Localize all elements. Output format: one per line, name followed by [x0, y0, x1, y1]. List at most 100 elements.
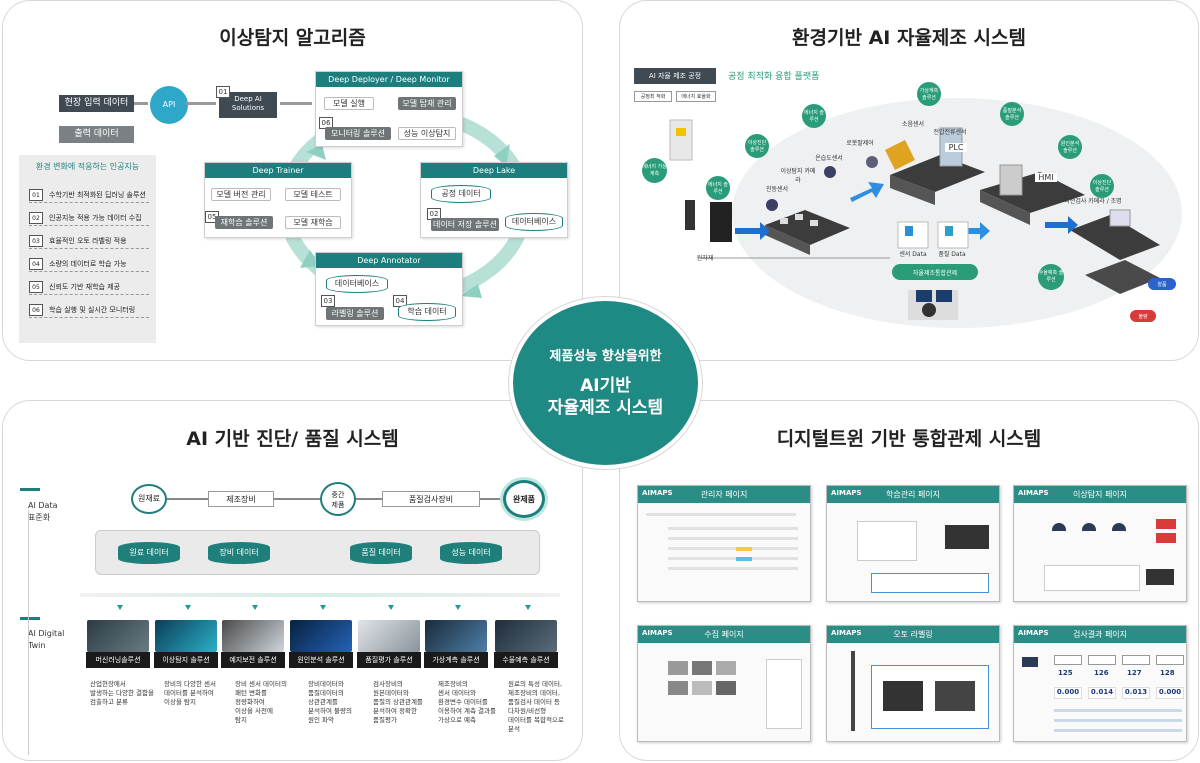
arrow	[186, 102, 216, 105]
plc-label: PLC	[945, 143, 967, 152]
solution-label: 품질평가 솔루션	[357, 652, 421, 668]
solution-bubble: 이상진단 솔루션	[745, 134, 769, 158]
hmi-label: HMI	[1035, 173, 1057, 182]
deep-annotator-title: Deep Annotator	[316, 253, 462, 268]
optimize-button[interactable]: 공정최 적화	[634, 91, 672, 102]
accent-bar	[20, 488, 40, 491]
deep-trainer-title: Deep Trainer	[205, 163, 351, 178]
equipment-node: 제조장비	[208, 491, 274, 507]
output-box: 출력 데이터	[59, 126, 134, 143]
noise-sensor-label: 소음센서	[901, 121, 925, 128]
monitoring-box: 모니터링 솔루션	[325, 127, 391, 140]
step-number: 01	[216, 86, 230, 98]
aimaps-logo: AIMAPS	[1018, 629, 1049, 637]
solution-image	[425, 620, 487, 652]
test-box: 모델 테스트	[285, 188, 341, 201]
down-arrow-icon	[185, 605, 191, 610]
solution-bubble: 수율예측 솔루션	[1038, 264, 1064, 290]
screen-title: 수집 페이지	[704, 630, 744, 639]
camera-label: 이상탐지 카메라	[780, 168, 816, 184]
solution-bubble: 에너지 솔루션	[706, 176, 730, 200]
solution-bubble: 이상진단 솔루션	[1090, 174, 1114, 198]
solution-bubble: 원인분석 솔루션	[1058, 135, 1082, 159]
solution-desc: 제조장비의 센서 데이터와 환경변수 데이터를 이용하여 계측 결과를 가상으로…	[438, 680, 496, 724]
kpi-value: 127	[1127, 669, 1142, 677]
deep-deployer-title: Deep Deployer / Deep Monitor	[316, 72, 462, 87]
metric-value: 0.013	[1122, 687, 1150, 699]
train-data-cylinder: 학습 데이터	[398, 303, 456, 321]
retrain-sol-box: 재학습 솔루션	[215, 216, 273, 229]
ai-data-label: AI Data 표준화	[28, 501, 58, 522]
power-sensor-label: 전압전류센서	[933, 129, 967, 136]
factory-illustration	[669, 119, 1176, 322]
deep-lake-title: Deep Lake	[421, 163, 567, 178]
raw-material-node: 원재료	[131, 484, 167, 514]
sensor-data-label: 센서 Data	[899, 251, 927, 258]
panel-title: 환경기반 AI 자율제조 시스템	[792, 27, 1026, 49]
vision-label: 비전검사 카메라 / 조명	[1064, 198, 1122, 205]
model-run-box: 모델 실행	[324, 97, 374, 110]
down-arrow-icon	[455, 605, 461, 610]
energy-button[interactable]: 에너지 효율화	[676, 91, 716, 102]
panel-title: 이상탐지 알고리즘	[219, 27, 366, 49]
center-subtitle: 제품성능 향상을위한	[549, 349, 662, 364]
solution-image	[222, 620, 284, 652]
aimaps-logo: AIMAPS	[642, 629, 673, 637]
accent-bar	[20, 617, 40, 620]
center-title: AI기반 자율제조 시스템	[547, 376, 664, 418]
robot-label: 로봇팔제어	[846, 140, 874, 147]
solution-image	[87, 620, 149, 652]
version-box: 모델 버전 관리	[211, 188, 271, 201]
aimaps-logo: AIMAPS	[831, 629, 862, 637]
solution-desc: 산업현장에서 발생하는 다양한 결함을 검출하고 분류	[90, 680, 154, 706]
env-sensor-label: 온습도센서	[815, 155, 843, 162]
deep-deployer-panel: Deep Deployer / Deep Monitor 모델 실행 모델 탑재…	[315, 71, 463, 147]
panel-title: 디지털트윈 기반 통합관제 시스템	[776, 428, 1042, 450]
solution-bubble: 가상계측 솔루션	[917, 82, 941, 106]
metric-value: 0.000	[1054, 687, 1082, 699]
solution-image	[495, 620, 557, 652]
side-line	[28, 510, 29, 755]
solution-desc: 장비 센서 데이터의 패턴 변화를 정량화하여 이상을 사전에 탐지	[235, 680, 287, 724]
down-arrow-icon	[320, 605, 326, 610]
control-label: 자율제조통합관제	[912, 270, 958, 277]
screen-title: 이상탐지 페이지	[1072, 490, 1128, 499]
store-sol-box: 데이터 저장 솔루션	[431, 218, 499, 231]
solution-label: 머신러닝솔루션	[86, 652, 150, 668]
solution-label: 가상계측 솔루션	[424, 652, 488, 668]
quality-diagnosis-panel: AI 기반 진단/ 품질 시스템	[2, 400, 583, 761]
screen-title: 오토 라벨링	[893, 630, 933, 639]
equipment-data-db: 장비 데이터	[208, 542, 270, 564]
kpi-value: 126	[1094, 669, 1109, 677]
model-mount-box: 모델 탑재 관리	[398, 97, 456, 110]
quality-data-label: 품질 Data	[938, 251, 966, 258]
solution-bubble: 에너지 솔루션	[802, 104, 826, 128]
deep-trainer-panel: Deep Trainer 모델 버전 관리 모델 테스트 05 재학습 솔루션 …	[204, 162, 352, 238]
good-label: 양품	[1157, 282, 1167, 288]
aimaps-logo: AIMAPS	[1018, 489, 1049, 497]
retrain-box: 모델 재학습	[285, 216, 341, 229]
operator-label: 원자재	[696, 255, 714, 262]
solution-image	[290, 620, 352, 652]
process-badge: AI 자율 제조 공정	[634, 68, 716, 84]
arrow	[134, 102, 148, 105]
quality-data-db: 품질 데이터	[350, 542, 412, 564]
platform-label: 공정 최적화 융합 플랫폼	[728, 72, 820, 82]
vib-sensor-label: 진동센서	[765, 186, 789, 193]
solution-desc: 장비데이터와 품질데이터의 상관관계를 분석하여 불량의 원인 파악	[308, 680, 352, 724]
down-arrow-icon	[388, 605, 394, 610]
solution-bubble: 품질분석 솔루션	[1000, 102, 1024, 126]
metric-value: 0.000	[1156, 687, 1184, 699]
api-node: API	[150, 86, 188, 124]
screen-title: 학습관리 페이지	[885, 490, 941, 499]
down-arrow-icon	[525, 605, 531, 610]
solution-image	[358, 620, 420, 652]
